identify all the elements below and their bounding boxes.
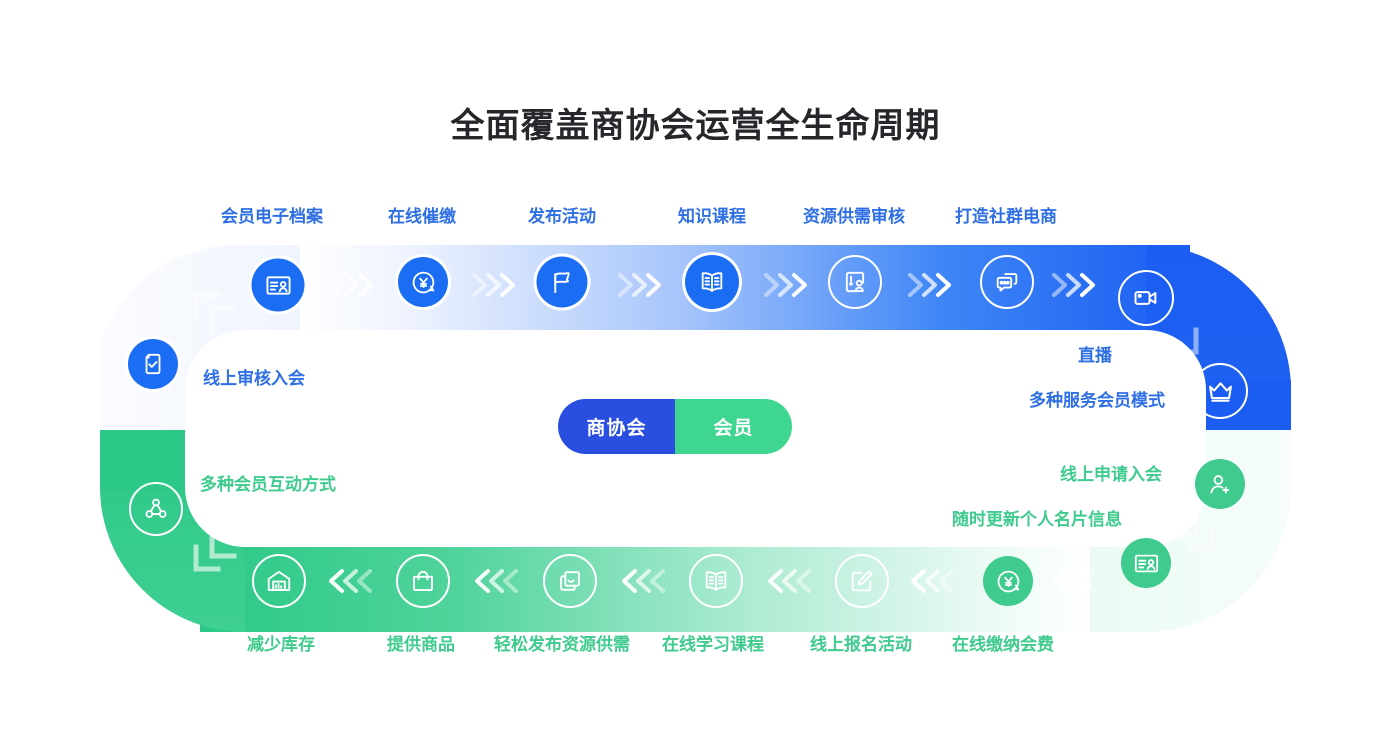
top-chevron-5 xyxy=(908,273,951,297)
top-step-label-2: 在线催缴 xyxy=(388,207,456,226)
side-icon-online-apply-join[interactable] xyxy=(1195,459,1245,509)
video-camera-icon xyxy=(1134,291,1157,305)
side-label-service-modes: 多种服务会员模式 xyxy=(1029,391,1165,410)
crown-icon xyxy=(1208,381,1232,402)
interaction-network-icon xyxy=(145,498,167,518)
top-chevron-2 xyxy=(472,273,515,297)
bottom-chevron-5 xyxy=(911,569,954,593)
side-label-member-interaction: 多种会员互动方式 xyxy=(200,475,336,494)
top-icon-flag[interactable] xyxy=(536,256,588,308)
center-pill: 商协会 会员 xyxy=(558,399,792,454)
bottom-icon-event-signup[interactable] xyxy=(835,554,889,608)
id-card-icon xyxy=(1134,554,1158,572)
side-label-online-review-join: 线上审核入会 xyxy=(203,369,305,388)
corner-icon-live-stream[interactable] xyxy=(1118,270,1174,326)
side-icon-online-review-join[interactable] xyxy=(128,339,178,389)
side-label-online-apply-join: 线上申请入会 xyxy=(1060,465,1162,484)
bottom-step-label-6: 在线缴纳会费 xyxy=(952,635,1054,654)
stacked-cards-icon xyxy=(560,571,580,591)
bottom-icon-publish-resource[interactable] xyxy=(543,554,597,608)
bottom-icon-provide-goods[interactable] xyxy=(396,554,450,608)
open-book-icon xyxy=(701,272,723,292)
warehouse-icon xyxy=(267,570,291,592)
user-add-icon xyxy=(1210,475,1230,494)
bottom-chevron-3 xyxy=(622,569,665,593)
top-icon-id-card[interactable] xyxy=(251,258,305,312)
side-icon-member-interaction[interactable] xyxy=(129,482,183,536)
top-step-label-1: 会员电子档案 xyxy=(221,207,323,226)
bottom-chevron-4 xyxy=(768,569,811,593)
top-step-label-6: 打造社群电商 xyxy=(955,207,1057,226)
page-title: 全面覆盖商协会运营全生命周期 xyxy=(450,107,941,145)
document-check-icon xyxy=(145,353,161,375)
center-pill-association[interactable]: 商协会 xyxy=(558,399,675,454)
side-icon-update-business-card[interactable] xyxy=(1121,538,1171,588)
top-icon-payment-reminder[interactable] xyxy=(398,257,448,307)
flag-icon xyxy=(554,272,570,294)
audit-review-icon xyxy=(845,271,865,293)
bottom-icon-pay-dues[interactable] xyxy=(983,556,1033,606)
top-icon-knowledge-course[interactable] xyxy=(685,255,739,309)
side-icon-service-modes[interactable] xyxy=(1192,363,1248,419)
bottom-step-label-5: 线上报名活动 xyxy=(810,635,912,654)
center-pill-member[interactable]: 会员 xyxy=(675,399,792,454)
yuan-payment-icon xyxy=(997,570,1019,592)
top-step-label-5: 资源供需审核 xyxy=(803,207,905,226)
bottom-chevron-1 xyxy=(329,569,372,593)
bottom-step-label-3: 轻松发布资源供需 xyxy=(494,635,630,654)
top-chevron-4 xyxy=(764,273,807,297)
chat-bubbles-icon xyxy=(996,273,1018,292)
bottom-chevron-6 xyxy=(1054,569,1097,593)
bottom-step-label-1: 减少库存 xyxy=(247,635,315,654)
shopping-bag-icon xyxy=(413,570,433,592)
pencil-edit-icon xyxy=(851,570,873,592)
side-label-live-stream: 直播 xyxy=(1078,346,1112,365)
top-step-label-4: 知识课程 xyxy=(678,207,746,226)
open-book-icon xyxy=(705,571,727,591)
bottom-icon-online-course[interactable] xyxy=(689,554,743,608)
top-chevron-1 xyxy=(330,273,373,297)
top-icon-community-commerce[interactable] xyxy=(980,255,1034,309)
top-icon-resource-audit[interactable] xyxy=(828,255,882,309)
top-step-label-3: 发布活动 xyxy=(528,207,596,226)
bottom-step-label-2: 提供商品 xyxy=(387,635,455,654)
bottom-icon-reduce-inventory[interactable] xyxy=(252,554,306,608)
bottom-chevron-2 xyxy=(475,569,518,593)
bottom-step-label-4: 在线学习课程 xyxy=(662,635,764,654)
id-card-icon xyxy=(265,275,291,295)
top-chevron-3 xyxy=(618,273,661,297)
top-chevron-6 xyxy=(1052,273,1095,297)
side-label-update-business-card: 随时更新个人名片信息 xyxy=(952,510,1122,529)
yuan-payment-icon xyxy=(412,271,434,293)
